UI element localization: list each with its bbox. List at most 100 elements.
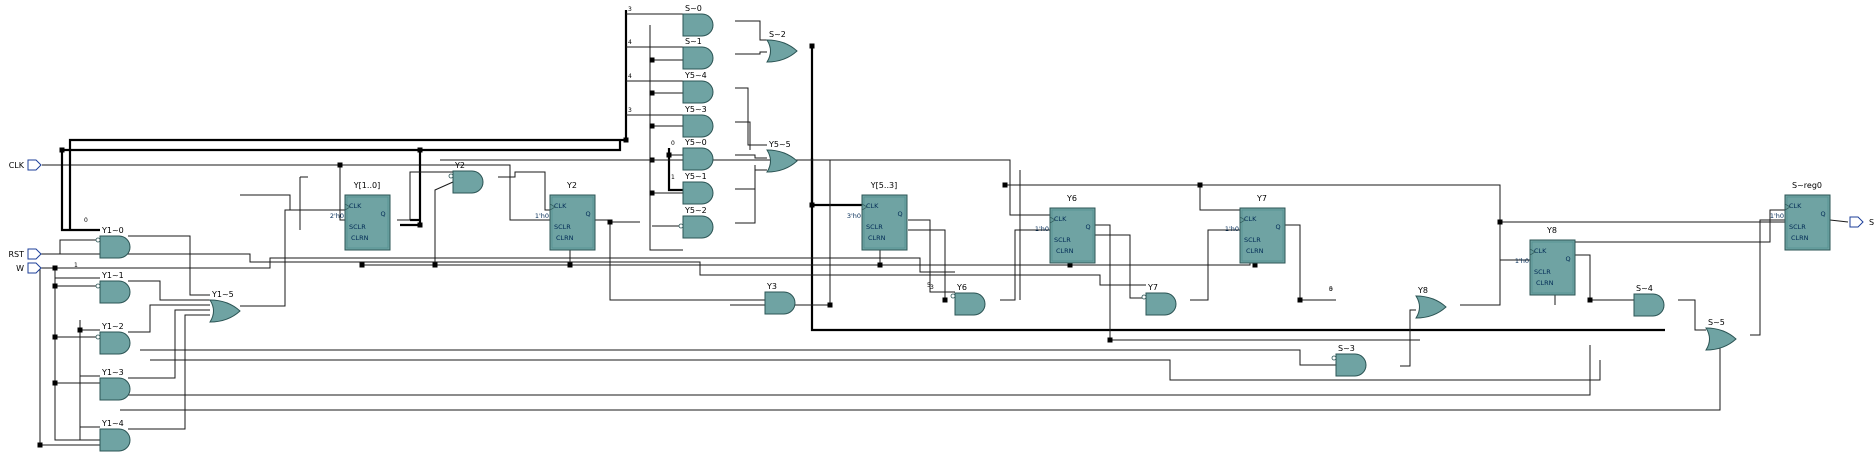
junction-dot — [37, 442, 43, 448]
gate-y1-4[interactable]: Y1~4 — [99, 419, 131, 452]
junction-dot — [1587, 297, 1593, 303]
gate-name: S~3 — [1338, 344, 1355, 353]
junction-dot — [52, 265, 58, 271]
register-clk-pin: CLK — [866, 202, 879, 210]
and-gate-body — [1335, 353, 1367, 377]
gate-y5-0[interactable]: Y5~0 — [682, 138, 714, 171]
gate-y5-3[interactable]: Y5~3 — [682, 105, 714, 138]
register-body — [1239, 207, 1286, 264]
gate-s-3[interactable]: S~3 — [1335, 344, 1367, 377]
and-gate-body — [682, 46, 714, 70]
input-port-label: RST — [8, 250, 24, 259]
and-gate-body — [99, 235, 131, 259]
and-gate-body — [682, 80, 714, 104]
register-body — [549, 194, 596, 251]
inversion-bubble — [95, 283, 101, 289]
inversion-bubble — [448, 173, 454, 179]
register-clk-pin: CLK — [1789, 202, 1802, 210]
bit-select-label: 0 — [1329, 286, 1333, 293]
output-port-s[interactable] — [1849, 216, 1864, 228]
gate-s-2[interactable]: S~2 — [766, 30, 798, 63]
wire-net — [1199, 185, 1240, 211]
gate-name: Y5~2 — [684, 206, 707, 215]
wire-net — [140, 349, 1336, 366]
bus-net — [810, 158, 862, 207]
register-q-pin: Q — [897, 210, 902, 218]
bit-select-label: 1 — [671, 174, 675, 181]
gate-y7[interactable]: Y7 — [1145, 283, 1177, 316]
wire-net — [735, 121, 751, 150]
gate-s-4[interactable]: S~4 — [1633, 284, 1665, 317]
wire-net — [1005, 184, 1785, 223]
gate-y1-2[interactable]: Y1~2 — [99, 322, 131, 355]
wire-net — [649, 25, 683, 251]
register-clrn-pin: CLRN — [1791, 234, 1809, 242]
register-sclr-pin: SCLR — [1244, 236, 1261, 244]
gate-name: Y5~4 — [684, 71, 707, 80]
gate-y5-4[interactable]: Y5~4 — [682, 71, 714, 104]
junction-dot — [649, 123, 655, 129]
junction-dot — [417, 222, 423, 228]
wire-net — [908, 229, 946, 300]
junction-dot — [809, 202, 815, 208]
input-port-clk[interactable] — [27, 159, 42, 171]
gate-y1-3[interactable]: Y1~3 — [99, 368, 131, 401]
junction-dot — [649, 190, 655, 196]
wire-net — [340, 164, 550, 221]
component-layer: CLKRSTWSY[1..0]CLKSCLRCLRNQ2'h0Y2CLKSCLR… — [8, 4, 1874, 452]
gate-s-0[interactable]: S~0 — [682, 4, 714, 37]
gate-s-1[interactable]: S~1 — [682, 37, 714, 70]
gate-y3[interactable]: Y3 — [764, 282, 796, 315]
gate-y8[interactable]: Y8 — [1415, 286, 1447, 319]
wire-net — [42, 267, 100, 441]
register-clk-pin: CLK — [1534, 247, 1547, 255]
gate-y5-1[interactable]: Y5~1 — [682, 172, 714, 205]
gate-y6[interactable]: Y6 — [954, 283, 986, 316]
bus-net — [810, 46, 1665, 332]
gate-y1-0[interactable]: Y1~0 — [99, 226, 131, 259]
register-clk-pin: CLK — [349, 202, 362, 210]
wire-net — [735, 165, 756, 190]
register-clrn-pin: CLRN — [1536, 279, 1554, 287]
gate-name: S~0 — [685, 4, 702, 13]
wire-net — [128, 314, 210, 430]
junction-dot — [337, 162, 343, 168]
output-port-label: S — [1869, 218, 1874, 227]
input-port-rst[interactable] — [27, 248, 42, 260]
gate-name: Y5~0 — [684, 138, 707, 147]
register-sclr-pin: SCLR — [1534, 268, 1551, 276]
bit-select-label: 5 — [927, 282, 931, 289]
gate-y5-5[interactable]: Y5~5 — [766, 140, 798, 173]
gate-y1-1[interactable]: Y1~1 — [99, 271, 131, 304]
bus-net — [667, 148, 683, 192]
junction-dot — [567, 262, 573, 268]
register-name: Y6 — [1066, 194, 1077, 203]
gate-name: Y1~5 — [211, 290, 234, 299]
register-reset-value: 1'h0 — [1770, 212, 1784, 220]
wire-layer — [37, 10, 1849, 448]
register-clrn-pin: CLRN — [1246, 247, 1264, 255]
gate-y2[interactable]: Y2 — [452, 161, 484, 194]
register-inner — [1241, 209, 1284, 262]
register-name: Y7 — [1256, 194, 1267, 203]
gate-y1-5[interactable]: Y1~5 — [209, 290, 241, 323]
and-gate-body — [99, 331, 131, 355]
gate-name: S~5 — [1708, 318, 1725, 327]
junction-dot — [359, 262, 365, 268]
register-reset-value: 1'h0 — [1225, 225, 1239, 233]
gate-s-5[interactable]: S~5 — [1705, 318, 1737, 351]
bit-select-label: 0 — [84, 217, 88, 224]
gate-y5-2[interactable]: Y5~2 — [682, 206, 714, 239]
register-body — [861, 194, 908, 251]
junction-dot — [432, 262, 438, 268]
register-inner — [1051, 209, 1094, 262]
input-port-w[interactable] — [27, 262, 42, 274]
